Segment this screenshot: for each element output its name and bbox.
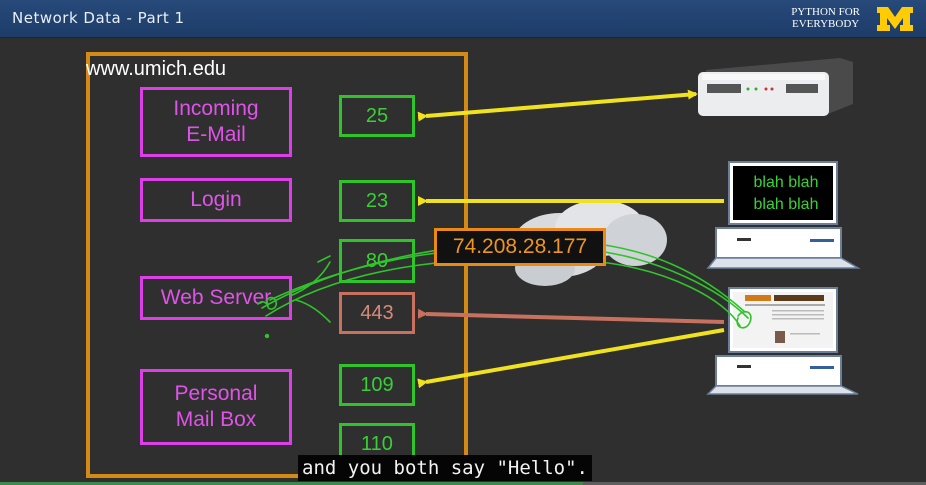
video-title: Network Data - Part 1 (12, 9, 185, 27)
service-personal-mailbox: Personal Mail Box (140, 369, 292, 445)
university-michigan-logo (877, 7, 913, 31)
service-label: Web Server (160, 286, 272, 309)
service-label: Personal Mail Box (174, 382, 258, 431)
terminal-computer-icon (706, 161, 861, 269)
terminal-line-2: blah blah (753, 196, 819, 213)
service-web-server: Web Server (140, 276, 292, 320)
terminal-line-1: blah blah (753, 174, 819, 191)
host-domain-label: www.umich.edu (86, 58, 227, 80)
service-incoming-email: Incoming E-Mail (140, 87, 292, 157)
service-label: Login (190, 188, 242, 211)
browser-computer-icon (706, 287, 859, 395)
terminal-screen-text: blah blah blah blah (738, 172, 834, 216)
service-login: Login (140, 178, 292, 222)
port-80: 80 (339, 239, 415, 283)
brand-text: PYTHON FOR EVERYBODY (791, 6, 860, 30)
ip-address-label: 74.208.28.177 (434, 228, 606, 266)
arrow-switch-to-port-25 (417, 89, 698, 122)
video-progress-bar[interactable] (0, 482, 926, 485)
video-progress-fill (0, 482, 584, 485)
service-label: Incoming E-Mail (173, 97, 259, 146)
brand-line-1: PYTHON FOR (791, 6, 860, 18)
network-switch-icon (698, 58, 853, 116)
top-bar: Network Data - Part 1 PYTHON FOR EVERYBO… (0, 0, 926, 38)
port-109: 109 (339, 364, 415, 406)
port-23: 23 (339, 180, 415, 222)
arrow-browser-to-port-443 (417, 308, 725, 324)
port-443: 443 (339, 292, 415, 334)
port-25: 25 (339, 95, 415, 137)
brand-line-2: EVERYBODY (792, 18, 860, 30)
arrow-browser-to-port-109 (417, 328, 725, 389)
video-subtitle: and you both say "Hello". (298, 455, 592, 481)
